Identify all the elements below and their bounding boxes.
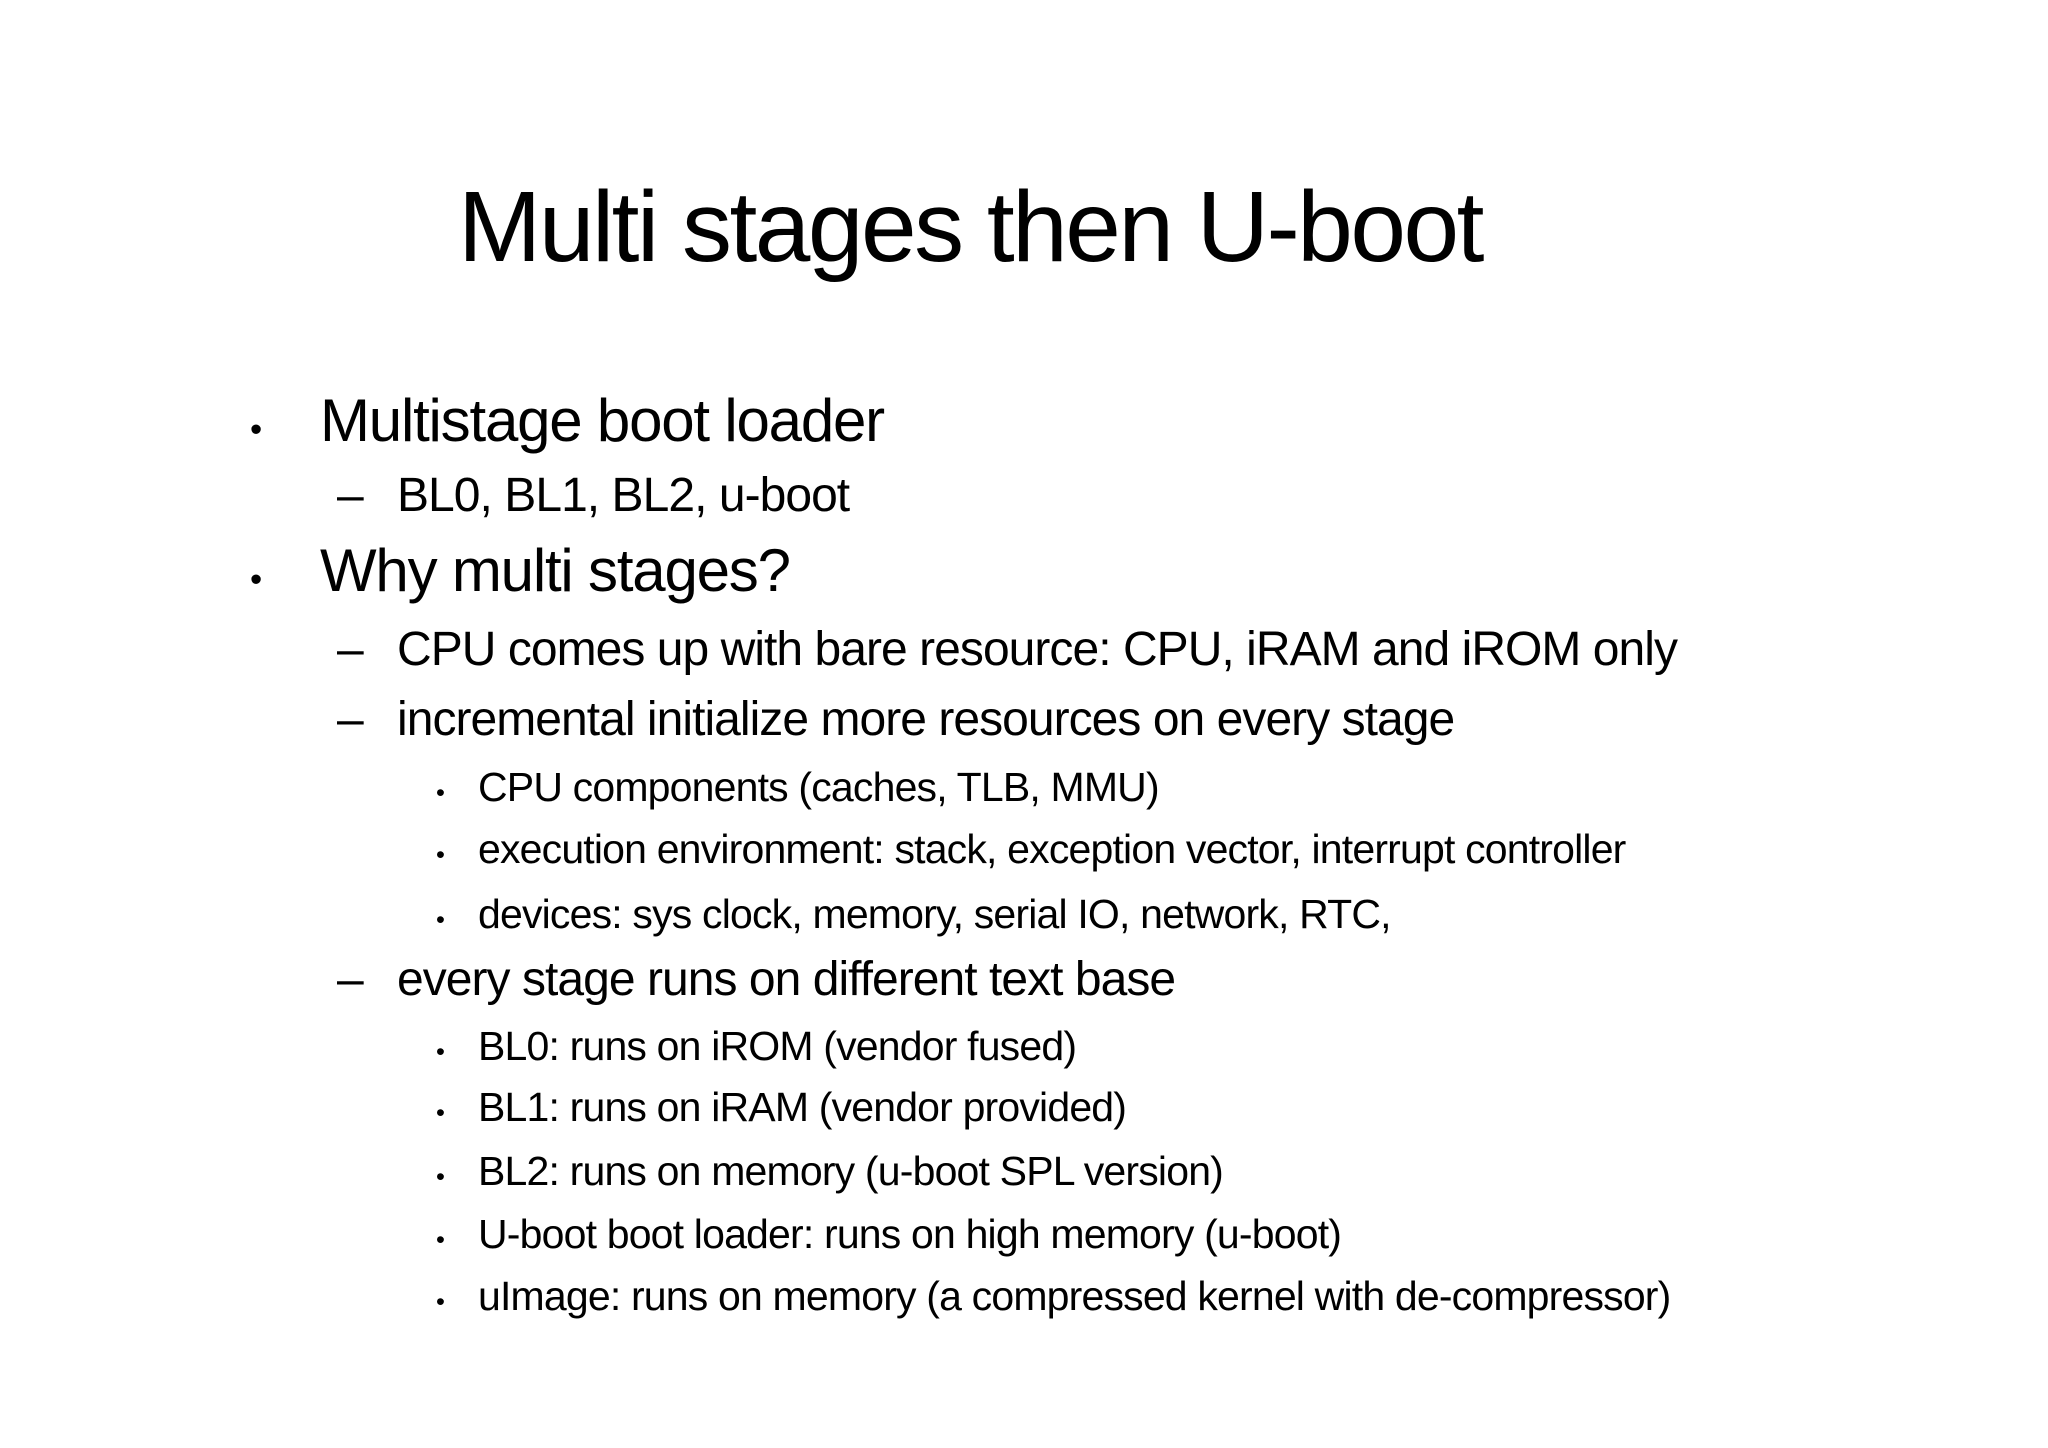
list-item: • Multistage boot loader [250,387,885,454]
bullet-icon: • [436,1163,445,1191]
dash-icon: – [337,953,364,1006]
list-item: –BL0, BL1, BL2, u-boot [337,469,850,523]
list-item-text: Why multi stages? [320,537,791,604]
bullet-icon: • [250,560,262,599]
list-item: –every stage runs on different text base [337,953,1176,1007]
list-item: • BL1: runs on iRAM (vendor provided) [436,1084,1127,1131]
dash-icon: – [337,693,364,746]
list-item-text: execution environment: stack, exception … [478,826,1626,872]
list-item-text: devices: sys clock, memory, serial IO, n… [478,891,1392,937]
bullet-icon: • [436,906,445,934]
list-item: • BL0: runs on iROM (vendor fused) [436,1023,1077,1070]
list-item: • devices: sys clock, memory, serial IO, … [436,891,1392,938]
bullet-icon: • [436,841,445,869]
bullet-icon: • [436,1038,445,1066]
list-item-text: U-boot boot loader: runs on high memory … [478,1211,1342,1257]
list-item-text: incremental initialize more resources on… [397,693,1455,746]
list-item-text: CPU components (caches, TLB, MMU) [478,764,1160,810]
list-item-text: every stage runs on different text base [397,953,1176,1006]
list-item-text: Multistage boot loader [320,387,885,454]
list-item: • CPU components (caches, TLB, MMU) [436,764,1160,811]
dash-icon: – [337,469,364,522]
bullet-icon: • [436,1288,445,1316]
list-item-text: BL0, BL1, BL2, u-boot [397,469,850,522]
list-item-text: BL2: runs on memory (u-boot SPL version) [478,1148,1224,1194]
list-item-text: BL0: runs on iROM (vendor fused) [478,1023,1077,1069]
list-item: • U-boot boot loader: runs on high memory… [436,1211,1342,1258]
bullet-icon: • [436,1099,445,1127]
dash-icon: – [337,623,364,676]
list-item: • execution environment: stack, exception… [436,826,1626,873]
bullet-icon: • [436,1226,445,1254]
list-item-text: CPU comes up with bare resource: CPU, iR… [397,623,1678,676]
list-item-text: uImage: runs on memory (a compressed ker… [478,1273,1671,1319]
slide-title: Multi stages then U-boot [458,171,1484,283]
list-item-text: BL1: runs on iRAM (vendor provided) [478,1084,1127,1130]
bullet-icon: • [250,410,262,449]
list-item: • BL2: runs on memory (u-boot SPL version… [436,1148,1224,1195]
list-item: • uImage: runs on memory (a compressed ke… [436,1273,1671,1320]
list-item: • Why multi stages? [250,537,791,604]
list-item: –CPU comes up with bare resource: CPU, i… [337,623,1678,677]
list-item: –incremental initialize more resources o… [337,693,1455,747]
bullet-icon: • [436,779,445,807]
